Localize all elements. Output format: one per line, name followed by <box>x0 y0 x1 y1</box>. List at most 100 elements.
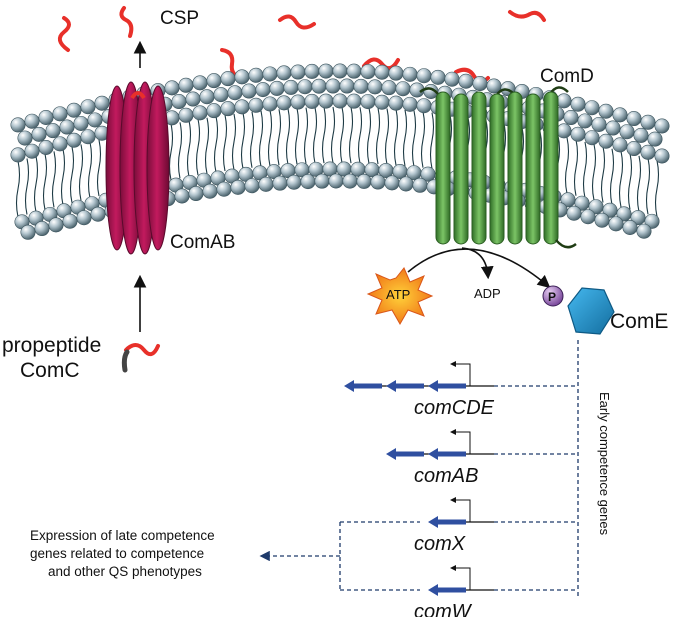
lipid-head <box>269 80 285 96</box>
lipid-head <box>185 91 201 107</box>
lipid-head <box>10 147 26 163</box>
lipid-head <box>388 95 404 111</box>
lipid-head <box>626 111 642 127</box>
lipid-head <box>444 71 460 87</box>
lipid-head <box>588 199 604 215</box>
lipid-tail <box>429 112 435 169</box>
lipid-head <box>342 173 358 189</box>
lipid-head <box>402 66 418 82</box>
lipid-head <box>255 82 271 98</box>
lipid-head <box>374 94 390 110</box>
lipid-tail <box>420 111 426 168</box>
gene-comAB: comAB <box>386 429 494 487</box>
lipid-head <box>598 133 614 149</box>
lipid-head <box>73 115 89 131</box>
lipid-head <box>283 79 299 95</box>
lipid-tail <box>366 107 372 164</box>
comab-label: ComAB <box>170 232 235 253</box>
lipid-tail <box>393 109 399 166</box>
lipid-head <box>311 78 327 94</box>
lipid-head <box>328 173 344 189</box>
lipid-head <box>598 103 614 119</box>
lipid-head <box>297 79 313 95</box>
promoter-arrowhead <box>450 361 456 367</box>
lipid-head <box>584 100 600 116</box>
lipid-head <box>258 176 274 192</box>
lipid-head <box>202 183 218 199</box>
lipid-head <box>416 68 432 84</box>
lipid-head <box>318 63 334 79</box>
lipid-head <box>339 78 355 94</box>
csp-peptides <box>57 6 546 84</box>
come-label: ComE <box>610 310 668 333</box>
lipid-head <box>619 124 635 140</box>
lipid-head <box>80 99 96 115</box>
lipid-tail <box>60 148 66 206</box>
lipid-tail <box>402 109 408 166</box>
lipid-tail <box>591 144 597 201</box>
lipid-tail <box>69 146 75 203</box>
lipid-head <box>636 223 652 239</box>
lipid-head <box>290 94 306 110</box>
lipid-head <box>556 123 572 139</box>
lipid-tail <box>267 109 273 167</box>
lipid-tail <box>177 122 183 179</box>
lipid-head <box>388 65 404 81</box>
lipid-head <box>90 206 106 222</box>
lipid-head <box>24 143 40 159</box>
lipid-head <box>213 87 229 103</box>
lipid-tail <box>24 158 30 215</box>
lipid-head <box>199 89 215 105</box>
lipid-head <box>654 118 670 134</box>
csp-peptide <box>57 16 71 52</box>
propeptide-label: propeptide <box>2 334 101 357</box>
gene-comX: comX <box>414 497 494 555</box>
lipid-head <box>574 195 590 211</box>
propeptide-comc <box>121 343 160 373</box>
lipid-head <box>227 85 243 101</box>
lipid-head <box>244 178 260 194</box>
atp-label: ATP <box>386 287 410 302</box>
comd-label: ComD <box>540 66 594 87</box>
lipid-tail <box>231 113 237 170</box>
phosphate-label: P <box>548 290 556 304</box>
lipid-head <box>17 130 33 146</box>
lipid-head <box>556 93 572 109</box>
lipid-head <box>384 175 400 191</box>
lipid-head <box>416 98 432 114</box>
lipid-head <box>374 64 390 80</box>
lipid-tail <box>573 139 579 196</box>
lipid-head <box>206 73 222 89</box>
lipid-head <box>458 73 474 89</box>
regulation-lines <box>259 340 579 596</box>
lipid-head <box>647 131 663 147</box>
lipid-head <box>220 71 236 87</box>
lipid-head <box>346 93 362 109</box>
lipid-tail <box>330 106 336 164</box>
lipid-head <box>48 217 64 233</box>
lipid-head <box>234 99 250 115</box>
lipid-head <box>192 75 208 91</box>
csp-peptide <box>362 57 400 71</box>
lipid-head <box>605 120 621 136</box>
lipid-tail <box>294 107 300 165</box>
adp-label: ADP <box>474 286 501 301</box>
lipid-head <box>412 177 428 193</box>
lipid-tail <box>375 107 381 165</box>
lipid-head <box>381 80 397 96</box>
gene-label: comW <box>414 601 473 617</box>
lipid-tail <box>285 108 291 165</box>
adp-arrow <box>461 247 494 280</box>
lipid-head <box>66 132 82 148</box>
lipid-tail <box>249 111 255 168</box>
lipid-head <box>370 174 386 190</box>
lipid-head <box>300 174 316 190</box>
lipid-head <box>594 212 610 228</box>
lipid-tail <box>78 144 84 201</box>
lipid-head <box>178 77 194 93</box>
lipid-head <box>584 130 600 146</box>
lipid-head <box>220 101 236 117</box>
lipid-tail <box>15 160 21 218</box>
gene-arrow <box>428 448 466 460</box>
